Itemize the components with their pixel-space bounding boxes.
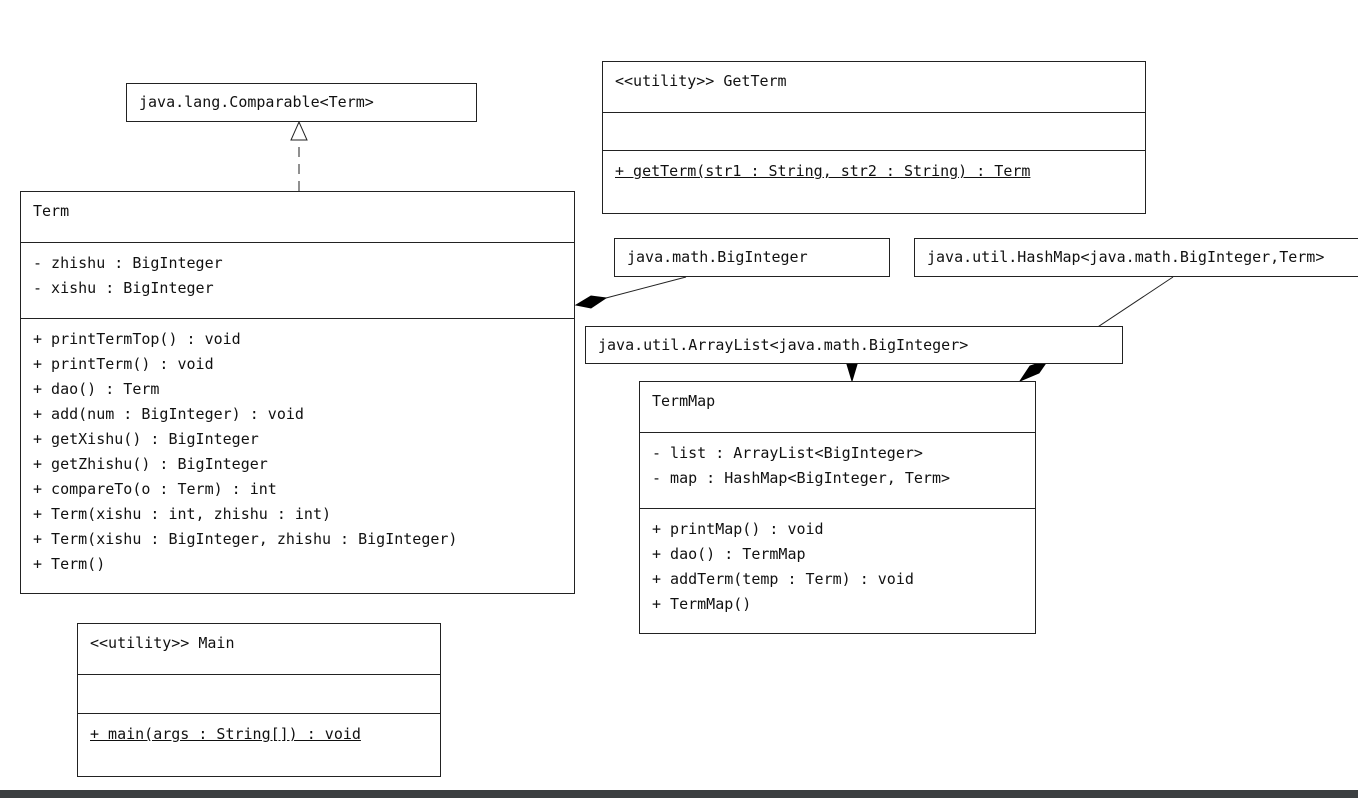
term-method: + printTerm() : void xyxy=(33,355,214,373)
composition-diamond-term xyxy=(574,295,608,309)
term-method: + Term(xishu : int, zhishu : int) xyxy=(33,505,332,523)
main-methods-section: + main(args : String[]) : void xyxy=(78,713,440,747)
hashmap-class-box[interactable]: java.util.HashMap<java.math.BigInteger,T… xyxy=(914,238,1358,277)
main-attributes-section xyxy=(78,674,440,713)
term-class-name: Term xyxy=(33,202,70,220)
termmap-fields-section: - list : ArrayList<BigInteger> - map : H… xyxy=(640,432,1035,508)
main-class-name: <<utility>> Main xyxy=(90,634,235,652)
getterm-class-box[interactable]: <<utility>> GetTerm + getTerm(str1 : Str… xyxy=(602,61,1146,214)
getterm-class-name: <<utility>> GetTerm xyxy=(615,72,787,90)
termmap-method: + TermMap() xyxy=(652,595,752,613)
term-method: + Term() xyxy=(33,555,106,573)
term-class-box[interactable]: Term - zhishu : BigInteger - xishu : Big… xyxy=(20,191,575,594)
arraylist-class-name: java.util.ArrayList<java.math.BigInteger… xyxy=(598,336,969,354)
arraylist-class-box[interactable]: java.util.ArrayList<java.math.BigInteger… xyxy=(585,326,1123,364)
term-method: + Term(xishu : BigInteger, zhishu : BigI… xyxy=(33,530,458,548)
composition-line-biginteger xyxy=(605,276,687,299)
termmap-field: - map : HashMap<BigInteger, Term> xyxy=(652,469,951,487)
getterm-attributes-section xyxy=(603,112,1145,150)
termmap-methods-section: + printMap() : void + dao() : TermMap + … xyxy=(640,508,1035,617)
term-methods-section: + printTermTop() : void + printTerm() : … xyxy=(21,318,574,577)
term-method: + dao() : Term xyxy=(33,380,160,398)
term-method: + getZhishu() : BigInteger xyxy=(33,455,268,473)
realization-arrowhead xyxy=(290,120,308,141)
term-fields-section: - zhishu : BigInteger - xishu : BigInteg… xyxy=(21,242,574,318)
term-method: + printTermTop() : void xyxy=(33,330,241,348)
getterm-methods-section: + getTerm(str1 : String, str2 : String) … xyxy=(603,150,1145,184)
biginteger-class-box[interactable]: java.math.BigInteger xyxy=(614,238,890,277)
comparable-interface-name: java.lang.Comparable<Term> xyxy=(139,93,374,111)
termmap-class-box[interactable]: TermMap - list : ArrayList<BigInteger> -… xyxy=(639,381,1036,634)
biginteger-class-name: java.math.BigInteger xyxy=(627,248,808,266)
termmap-method: + dao() : TermMap xyxy=(652,545,806,563)
term-method: + compareTo(o : Term) : int xyxy=(33,480,277,498)
main-method: + main(args : String[]) : void xyxy=(90,725,361,743)
status-bar xyxy=(0,790,1358,798)
termmap-class-name: TermMap xyxy=(652,392,716,410)
term-field: - xishu : BigInteger xyxy=(33,279,214,297)
term-method: + getXishu() : BigInteger xyxy=(33,430,259,448)
termmap-method: + addTerm(temp : Term) : void xyxy=(652,570,914,588)
getterm-method: + getTerm(str1 : String, str2 : String) … xyxy=(615,162,1031,180)
term-method: + add(num : BigInteger) : void xyxy=(33,405,304,423)
termmap-field: - list : ArrayList<BigInteger> xyxy=(652,444,923,462)
main-class-box[interactable]: <<utility>> Main + main(args : String[])… xyxy=(77,623,441,777)
term-field: - zhishu : BigInteger xyxy=(33,254,223,272)
comparable-interface-box[interactable]: java.lang.Comparable<Term> xyxy=(126,83,477,122)
termmap-method: + printMap() : void xyxy=(652,520,824,538)
hashmap-class-name: java.util.HashMap<java.math.BigInteger,T… xyxy=(927,248,1325,266)
